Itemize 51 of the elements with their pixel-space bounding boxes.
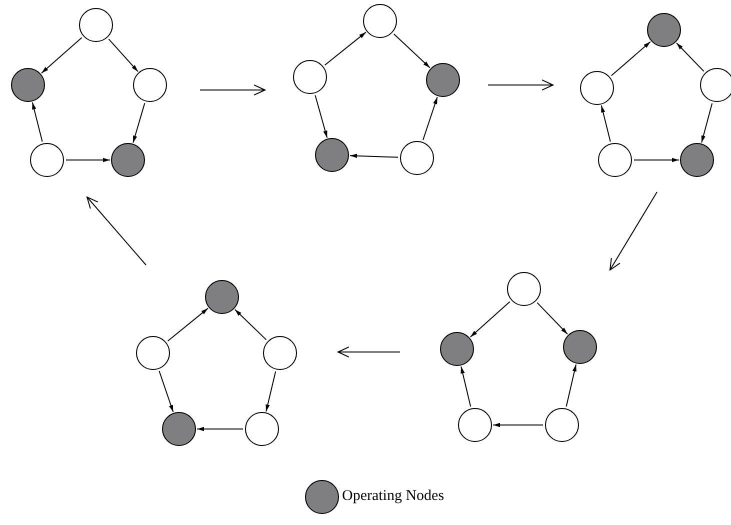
arrow bbox=[634, 158, 680, 162]
arrow bbox=[132, 102, 146, 144]
node-circle bbox=[598, 143, 632, 177]
operating-node-circle bbox=[111, 143, 145, 177]
node-circle bbox=[136, 336, 170, 370]
node-circle bbox=[133, 68, 167, 102]
node-circle bbox=[363, 4, 397, 38]
operating-node-circle bbox=[440, 332, 474, 366]
operating-node-circle bbox=[426, 63, 460, 97]
node-circle bbox=[400, 141, 434, 175]
arrow bbox=[41, 37, 82, 74]
arrow bbox=[566, 364, 576, 407]
arrow bbox=[266, 371, 276, 412]
arrow bbox=[676, 42, 704, 72]
arrow bbox=[470, 301, 510, 338]
node-circle bbox=[293, 60, 327, 94]
arrow bbox=[234, 309, 267, 340]
node-circle bbox=[458, 408, 492, 442]
node-circle bbox=[507, 272, 541, 306]
operating-node-circle bbox=[563, 330, 597, 364]
arrow bbox=[108, 38, 138, 72]
arrow bbox=[196, 426, 244, 432]
arrow bbox=[324, 32, 366, 66]
arrow bbox=[701, 102, 713, 144]
arrow bbox=[460, 366, 472, 407]
node-circle bbox=[245, 412, 279, 446]
node-circle bbox=[700, 68, 731, 102]
arrow bbox=[66, 158, 110, 162]
operating-node-circle bbox=[647, 13, 681, 47]
operating-node-circle bbox=[315, 138, 349, 172]
arrow bbox=[350, 154, 398, 158]
operating-node-circle bbox=[162, 412, 196, 446]
node-circle bbox=[580, 71, 614, 105]
arrow bbox=[32, 102, 43, 142]
operating-node-circle bbox=[11, 68, 45, 102]
arrow bbox=[167, 308, 208, 342]
operating-node-circle bbox=[680, 143, 714, 177]
arrow bbox=[314, 94, 328, 138]
arrow bbox=[422, 96, 438, 140]
arrow bbox=[610, 41, 651, 76]
arrow bbox=[393, 34, 430, 68]
node-circle bbox=[263, 336, 297, 370]
node-circle bbox=[545, 408, 579, 442]
arrow bbox=[492, 422, 544, 428]
arrow bbox=[536, 302, 568, 335]
operating-node-circle bbox=[205, 280, 239, 314]
node-circle bbox=[30, 143, 64, 177]
arrow bbox=[158, 370, 174, 412]
arrow bbox=[600, 105, 611, 142]
legend-text: Operating Nodes bbox=[342, 488, 444, 505]
node-circle bbox=[79, 8, 113, 42]
